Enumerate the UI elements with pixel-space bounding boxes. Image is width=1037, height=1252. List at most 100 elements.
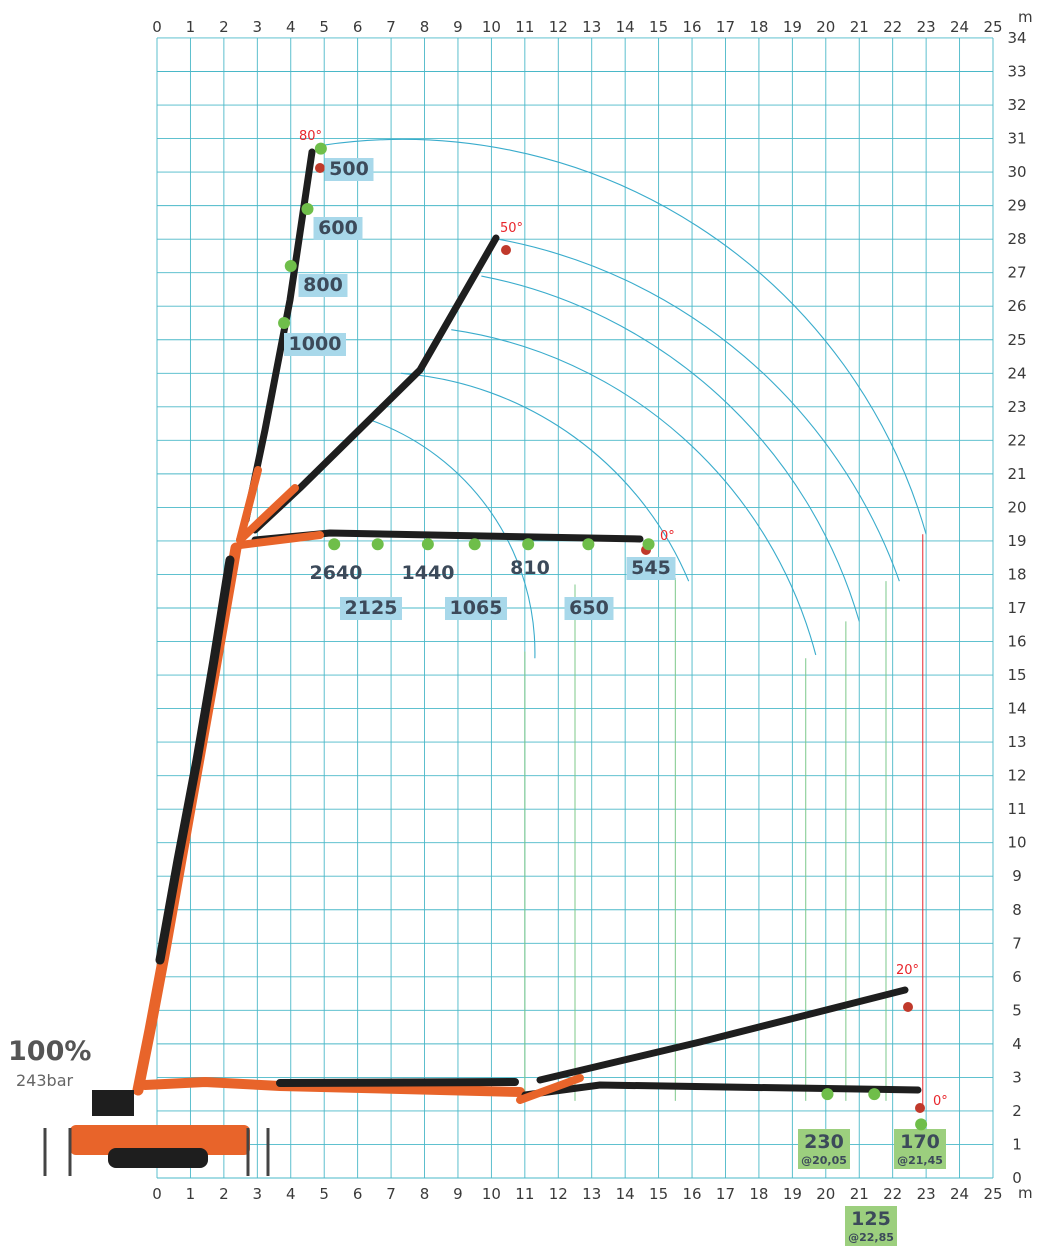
x-tick-label: 24 <box>950 18 969 36</box>
load-label: 650 <box>569 597 609 619</box>
y-tick-label: 25 <box>1007 331 1026 349</box>
y-tick-label: 7 <box>1012 934 1022 952</box>
x-tick-label: 12 <box>549 18 568 36</box>
reach-arc <box>322 138 927 535</box>
hook-icon <box>915 1103 925 1113</box>
y-tick-label: 31 <box>1007 130 1026 148</box>
x-tick-label: 0 <box>152 18 162 36</box>
y-tick-label: 5 <box>1012 1001 1022 1019</box>
y-tick-label: 20 <box>1007 498 1026 516</box>
x-tick-label: 16 <box>682 18 701 36</box>
y-tick-label: 14 <box>1007 700 1026 718</box>
hook-icon <box>903 1002 913 1012</box>
load-labels: 5006008001000264021251440106581065054523… <box>284 158 946 1246</box>
x-tick-label: 11 <box>515 1185 534 1203</box>
boom-angle-label: 0° <box>660 529 675 544</box>
x-tick-label: 12 <box>549 1185 568 1203</box>
load-point <box>371 538 384 551</box>
x-tick-label: 14 <box>616 18 635 36</box>
x-tick-label: 16 <box>682 1185 701 1203</box>
y-tick-label: 3 <box>1012 1068 1022 1086</box>
x-tick-label: 14 <box>616 1185 635 1203</box>
x-tick-label: 19 <box>783 1185 802 1203</box>
crane-track <box>108 1148 208 1168</box>
y-tick-label: 11 <box>1007 800 1026 818</box>
x-tick-label: 7 <box>386 18 396 36</box>
y-tick-label: 23 <box>1007 398 1026 416</box>
load-label: 1000 <box>289 333 342 355</box>
load-label-box <box>324 158 374 181</box>
load-label-box <box>284 333 346 356</box>
y-tick-label: 8 <box>1012 901 1022 919</box>
load-label: 170 <box>900 1131 940 1153</box>
crane-cabin <box>92 1090 134 1116</box>
lower-jib-20 <box>536 986 909 1084</box>
load-label: 800 <box>303 274 343 296</box>
x-tick-label: 13 <box>582 1185 601 1203</box>
boom-angle-label: 0° <box>933 1094 948 1109</box>
x-tick-label: 18 <box>749 18 768 36</box>
drop-lines <box>524 534 924 1105</box>
x-tick-label: 23 <box>917 18 936 36</box>
x-tick-label: 8 <box>420 1185 430 1203</box>
load-point <box>421 538 434 551</box>
load-points <box>278 142 928 1131</box>
load-point <box>314 142 327 155</box>
y-tick-label: 6 <box>1012 968 1022 986</box>
y-tick-label: 12 <box>1007 767 1026 785</box>
y-axis: 0123456789101112131415161718192021222324… <box>1007 29 1026 1187</box>
boom-angles: 80°50°0°20°0° <box>299 129 948 1109</box>
x-tick-label: 10 <box>482 1185 501 1203</box>
boom-angle-label: 80° <box>299 129 322 144</box>
x-tick-label: 25 <box>983 18 1002 36</box>
y-tick-label: 26 <box>1007 297 1026 315</box>
y-tick-label: 13 <box>1007 733 1026 751</box>
x-tick-label: 15 <box>649 1185 668 1203</box>
load-label-box <box>626 557 676 580</box>
x-tick-label: 13 <box>582 18 601 36</box>
load-point <box>468 538 481 551</box>
load-point <box>582 538 595 551</box>
load-label-box <box>313 217 363 240</box>
x-tick-label: 9 <box>453 18 463 36</box>
x-tick-label: 9 <box>453 1185 463 1203</box>
x-tick-label: 5 <box>319 1185 329 1203</box>
x-tick-label: 6 <box>353 1185 363 1203</box>
x-tick-label: 0 <box>152 1185 162 1203</box>
reach-arc <box>481 275 860 622</box>
load-point <box>642 538 655 551</box>
x-tick-label: 22 <box>883 18 902 36</box>
y-tick-label: 29 <box>1007 197 1026 215</box>
load-label: 600 <box>318 217 358 239</box>
load-label-box <box>894 1129 946 1169</box>
y-tick-label: 34 <box>1007 29 1026 47</box>
x-tick-label: 5 <box>319 18 329 36</box>
x-tick-label: 20 <box>816 18 835 36</box>
load-reach: @20,05 <box>801 1154 847 1167</box>
load-point <box>301 202 314 215</box>
x-tick-label: 15 <box>649 18 668 36</box>
x-tick-label: 2 <box>219 18 229 36</box>
lower-boom-black <box>276 1078 519 1087</box>
pressure-percent: 100% <box>8 1036 91 1067</box>
load-point <box>278 316 291 329</box>
x-tick-label: 6 <box>353 18 363 36</box>
load-label: 1440 <box>402 562 455 584</box>
reach-arc <box>451 329 817 656</box>
y-tick-label: 27 <box>1007 264 1026 282</box>
load-label-box <box>845 1206 897 1246</box>
x-tick-label: 21 <box>850 1185 869 1203</box>
load-label: 230 <box>804 1131 844 1153</box>
y-tick-label: 17 <box>1007 599 1026 617</box>
load-label-box <box>564 597 614 620</box>
y-tick-label: 32 <box>1007 96 1026 114</box>
y-tick-label: 21 <box>1007 465 1026 483</box>
load-label-box <box>798 1129 850 1169</box>
x-tick-label: 22 <box>883 1185 902 1203</box>
x-tick-label: 1 <box>186 1185 196 1203</box>
y-tick-label: 33 <box>1007 63 1026 81</box>
main-boom-black <box>155 555 235 965</box>
